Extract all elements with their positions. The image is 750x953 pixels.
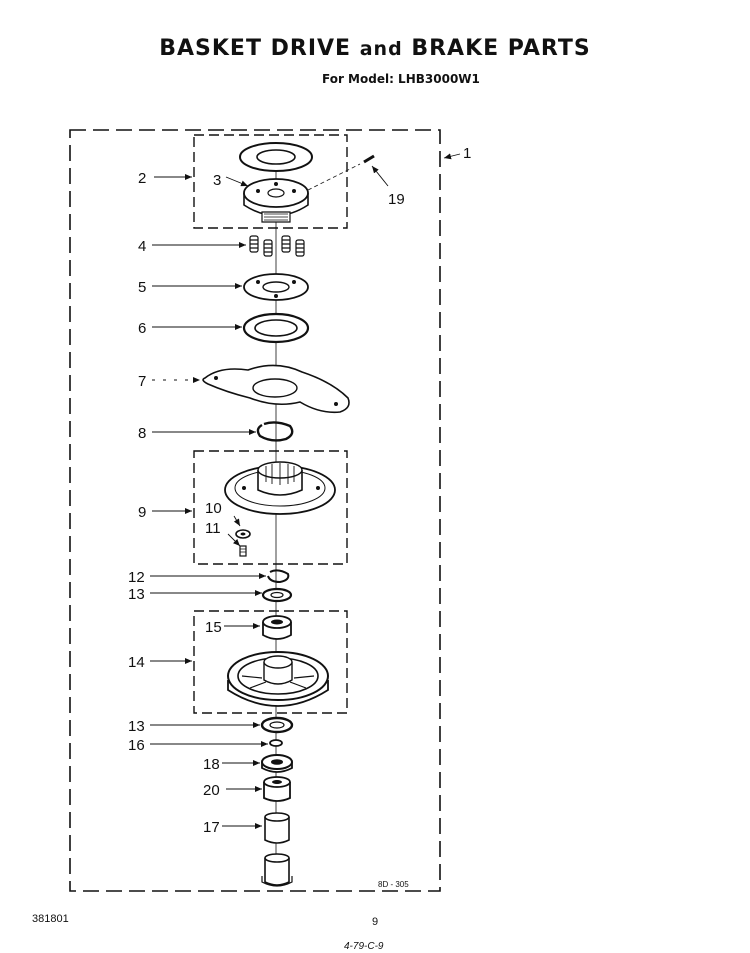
- part-2-drive-hub: [243, 178, 309, 223]
- part-10-washer: [235, 529, 251, 539]
- callout-10: 10: [205, 500, 222, 517]
- document-number: 381801: [32, 913, 69, 925]
- subassembly-box-2: [193, 134, 348, 229]
- leader-lines: [150, 153, 461, 829]
- callout-3: 3: [213, 172, 221, 189]
- callout-12: 12: [128, 569, 145, 586]
- callout-4: 4: [138, 238, 146, 255]
- callout-5: 5: [138, 279, 146, 296]
- callout-7: 7: [138, 373, 146, 390]
- callout-15: 15: [205, 619, 222, 636]
- part-5-brake-plate: [243, 273, 309, 301]
- callout-2: 2: [138, 170, 146, 187]
- callout-6: 6: [138, 320, 146, 337]
- part-16-small-washer: [269, 739, 283, 747]
- diagram-ref-code: 8D - 305: [378, 880, 409, 889]
- callout-9: 9: [138, 504, 146, 521]
- part-19-pin: [307, 154, 375, 191]
- part-4-springs: [249, 235, 305, 257]
- title-part1: BASKET DRIVE: [159, 36, 360, 61]
- shaft-bottom-end: [261, 853, 293, 887]
- callout-17: 17: [203, 819, 220, 836]
- page-title: BASKET DRIVE and BRAKE PARTS: [0, 36, 750, 61]
- assembly-frame: [69, 129, 441, 892]
- callout-14: 14: [128, 654, 145, 671]
- part-12-snap-ring: [267, 569, 290, 584]
- callout-18: 18: [203, 756, 220, 773]
- part-14-pulley: [227, 651, 329, 707]
- callout-20: 20: [203, 782, 220, 799]
- page-number: 9: [372, 916, 379, 928]
- part-3-washer: [239, 142, 313, 172]
- callout-16: 16: [128, 737, 145, 754]
- part-11-bolt: [239, 545, 247, 557]
- callout-13-upper: 13: [128, 586, 145, 603]
- callout-8: 8: [138, 425, 146, 442]
- part-9-brake-drum: [224, 461, 336, 515]
- part-18-bearing: [261, 754, 293, 773]
- part-8-retaining-ring: [256, 421, 294, 442]
- part-6-brake-lining: [242, 312, 310, 344]
- callout-13-lower: 13: [128, 718, 145, 735]
- title-and: and: [359, 38, 403, 60]
- subassembly-box-9: [193, 450, 348, 565]
- part-17-bushing: [264, 812, 290, 844]
- part-20-spacer: [263, 776, 291, 802]
- callout-11: 11: [205, 520, 221, 537]
- title-part2: BRAKE PARTS: [402, 36, 591, 61]
- part-15-bearing: [262, 615, 292, 640]
- part-13-lower-washer: [260, 716, 294, 734]
- model-subtitle: For Model: LHB3000W1: [322, 72, 480, 86]
- handwritten-note: 4-79-C-9: [344, 941, 384, 952]
- callout-1: 1: [463, 145, 471, 162]
- callout-19: 19: [388, 191, 405, 208]
- subassembly-box-14: [193, 610, 348, 714]
- part-7-stator-plate: [202, 364, 350, 414]
- part-13-upper-washer: [261, 587, 293, 603]
